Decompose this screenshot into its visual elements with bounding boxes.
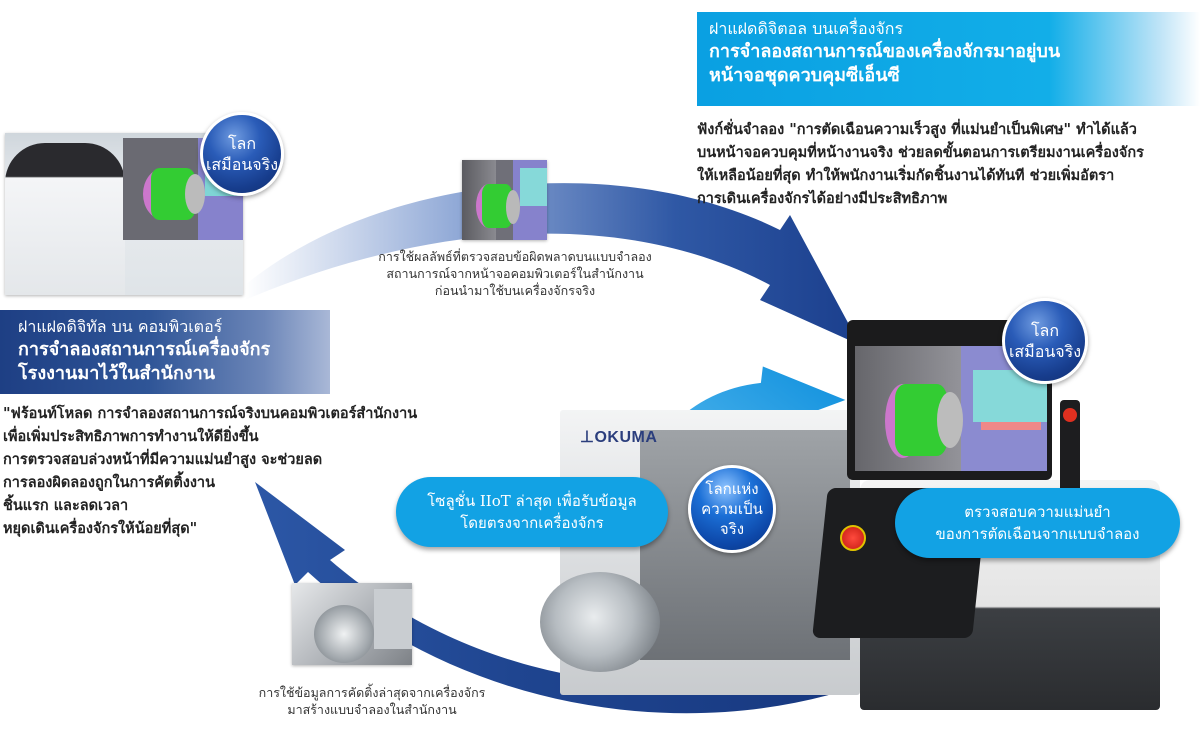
banner-subtitle: ฝาแฝดดิจิตอล บนเครื่องจักร [709, 19, 904, 38]
cutting-photo [292, 583, 412, 665]
cnc-pendant [1060, 400, 1080, 495]
virtual-world-sphere-machine: โลก เสมือนจริง [1002, 298, 1088, 384]
office-description: "ฟร้อนท์โหลด การจำลองสถานการณ์จริงบนคอมพ… [3, 402, 463, 540]
verify-accuracy-callout: ตรวจสอบความแม่นยำ ของการตัดเฉือนจากแบบจำ… [895, 488, 1180, 558]
desc-line: เพื่อเพิ่มประสิทธิภาพการทำงานให้ดียิ่งขึ… [3, 428, 259, 445]
desc-line: การลองผิดลองถูกในการคัตติ้งงาน [3, 474, 215, 491]
banner-title-line2: โรงงานมาไว้ในสำนักงาน [18, 363, 216, 384]
engineer-figure [5, 143, 125, 295]
pendant-stop-button [1063, 408, 1077, 422]
callout-line: โดยตรงจากเครื่องจักร [460, 514, 604, 532]
banner-title-line2: หน้าจอชุดควบคุมซีเอ็นซี [709, 65, 900, 86]
desc-line: การเดินเครื่องจักรได้อย่างมีประสิทธิภาพ [697, 190, 948, 207]
machine-chuck [540, 572, 660, 672]
simulation-thumbnail [462, 160, 547, 240]
desc-line: ชิ้นแรก และลดเวลา [3, 497, 129, 514]
machine-digital-twin-banner: ฝาแฝดดิจิตอล บนเครื่องจักร การจำลองสถานก… [697, 12, 1200, 106]
real-world-sphere: โลกแห่ง ความเป็นจริง [688, 465, 776, 553]
caption-line: ก่อนนำมาใช้บนเครื่องจักรจริง [434, 283, 596, 298]
desc-line: "ฟร้อนท์โหลด การจำลองสถานการณ์จริงบนคอมพ… [3, 405, 418, 422]
emergency-stop-button [840, 525, 866, 551]
bottom-arrow-caption: การใช้ข้อมูลการคัดติ้งล่าสุดจากเครื่องจั… [222, 684, 522, 718]
iiot-solution-callout: โซลูชั่น IIoT ล่าสุด เพื่อรับข้อมูล โดยต… [396, 477, 668, 547]
machine-description: ฟังก์ชั่นจำลอง "การตัดเฉือนความเร็วสูง ท… [697, 118, 1197, 210]
sphere-label: โลก [1030, 321, 1060, 340]
callout-line: ของการตัดเฉือนจากแบบจำลอง [935, 525, 1140, 543]
office-digital-twin-banner: ฝาแฝดดิจิทัล บน คอมพิวเตอร์ การจำลองสถาน… [0, 310, 330, 394]
caption-line: สถานการณ์จากหน้าจอคอมพิวเตอร์ในสำนักงาน [386, 266, 644, 281]
virtual-world-sphere-office: โลก เสมือนจริง [200, 112, 284, 196]
caption-line: การใช้ข้อมูลการคัดติ้งล่าสุดจากเครื่องจั… [258, 685, 486, 700]
sphere-label: โลกแห่ง [705, 480, 759, 498]
desc-line: การตรวจสอบล่วงหน้าที่มีความแม่นยำสูง จะช… [3, 451, 323, 468]
arrow-office-to-machine [245, 183, 860, 345]
sphere-label: โลก [227, 134, 257, 153]
caption-line: มาสร้างแบบจำลองในสำนักงาน [287, 702, 457, 717]
desc-line: หยุดเดินเครื่องจักรให้น้อยที่สุด" [3, 520, 198, 537]
desc-line: บนหน้าจอควบคุมที่หน้างานจริง ช่วยลดขั้นต… [697, 144, 1144, 161]
okuma-logo: ⊥OKUMA [580, 429, 658, 446]
okuma-logo-text: OKUMA [594, 429, 658, 446]
desc-line: ให้เหลือน้อยที่สุด ทำให้พนักงานเริ่มกัดช… [697, 167, 1115, 184]
banner-subtitle: ฝาแฝดดิจิทัล บน คอมพิวเตอร์ [18, 317, 223, 336]
sphere-label: เสมือนจริง [205, 155, 279, 174]
sphere-label: เสมือนจริง [1008, 342, 1082, 361]
callout-line: โซลูชั่น IIoT ล่าสุด เพื่อรับข้อมูล [427, 492, 637, 510]
sphere-label: ความเป็นจริง [701, 500, 763, 538]
caption-line: การใช้ผลลัพธ์ที่ตรวจสอบข้อผิดพลาดบนแบบจำ… [378, 249, 652, 264]
banner-title-line1: การจำลองสถานการณ์ของเครื่องจักรมาอยู่บน [709, 41, 1061, 62]
top-arrow-caption: การใช้ผลลัพธ์ที่ตรวจสอบข้อผิดพลาดบนแบบจำ… [355, 248, 675, 299]
banner-title-line1: การจำลองสถานการณ์เครื่องจักร [18, 339, 271, 360]
callout-line: ตรวจสอบความแม่นยำ [964, 503, 1111, 521]
desc-line: ฟังก์ชั่นจำลอง "การตัดเฉือนความเร็วสูง ท… [697, 121, 1137, 138]
